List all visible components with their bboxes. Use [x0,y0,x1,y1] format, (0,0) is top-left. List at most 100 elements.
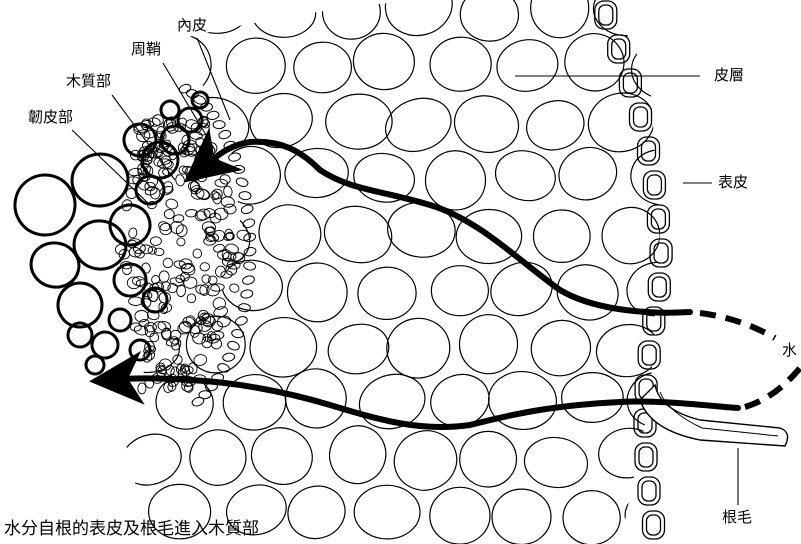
label-phloem: 韌皮部 [28,110,73,125]
endodermis-cell [218,129,232,140]
cortex-cell [429,36,492,93]
phloem-cell [213,297,227,310]
label-root-hair: 根毛 [722,510,752,525]
phloem-cell [140,245,153,255]
phloem-cell [182,165,198,177]
cortex-cell [525,314,596,382]
cortex-cell [383,314,455,383]
phloem-cell [162,258,173,269]
cortex-cell [530,0,590,39]
water-path-upper-dashed [700,313,775,338]
caption: 水分自根的表皮及根毛進入木質部 [4,521,259,538]
phloem-cell [138,383,146,394]
endodermis-cell [178,83,192,95]
cortex-cell [596,425,661,481]
xylem-cell [69,151,131,210]
cortex-cell [322,0,380,39]
cortex-cell [484,254,560,323]
epidermis-cells [595,1,672,539]
phloem-cell [201,274,211,284]
endodermis-cell [240,204,254,215]
water-path-upper [212,142,690,313]
cortex-cell [225,36,287,95]
epidermis-cell-inner [647,175,661,195]
phloem-cell [215,179,228,188]
cortex-cell [282,479,351,544]
cortex-cell [491,488,553,544]
endodermis-cell [226,340,240,352]
cortex-cell [293,41,352,94]
cortex-cell [486,369,558,432]
xylem-cell [10,170,80,240]
phloem-cell [164,209,175,219]
xylem-cell [109,309,131,331]
cortex-cell [493,35,563,96]
epidermis-cell-inner [639,447,653,467]
cortex-cell [244,420,320,492]
cortex-cells [113,0,701,544]
cortex-cell [457,312,520,376]
phloem-cell [154,248,165,256]
endodermis-cell [235,177,249,188]
cortex-cell [594,321,663,380]
cortex-cell [521,94,590,157]
endodermis-cell [231,329,244,338]
cortex-cell [431,265,489,316]
cortex-cell [562,489,622,544]
phloem-cell [132,276,145,286]
phloem-cell [175,174,186,187]
label-xylem: 木質部 [66,74,111,89]
endodermis-cell [233,165,245,173]
phloem-cell [193,249,202,258]
cortex-cell [183,423,252,492]
phloem-cell [128,227,138,239]
epidermis-cell-inner [642,481,656,501]
cortex-cell [319,200,398,270]
cortex-cell [379,0,459,43]
phloem-cell [208,276,217,285]
cortex-cell [283,146,350,199]
cortex-cell [459,0,519,42]
phloem-cell [159,271,170,283]
phloem-cell [129,297,143,306]
phloem-cell [224,242,239,255]
endodermis-cell [191,396,205,408]
epidermis-cell-inner [647,515,661,535]
cortex-cell [219,257,285,314]
cortex-cell [457,429,519,490]
endodermis-cell [213,120,225,128]
cortex-cell [490,144,561,207]
cortex-cell [356,266,417,321]
cortex-cell [254,199,326,267]
phloem-cell [223,185,233,197]
cortex-cell [324,319,394,379]
cortex-cell [113,426,188,493]
cortex-cell [378,90,458,160]
phloem-cell [200,262,210,271]
phloem-cell [183,276,197,288]
label-cortex: 皮層 [714,68,744,83]
cortex-cell [286,261,350,324]
cortex-cell [552,140,624,208]
cortex-cell [325,93,393,149]
endodermis-cell [242,217,256,229]
cortex-cell [351,30,417,92]
cortex-cell [521,434,590,491]
epidermis-cell-inner [652,277,666,297]
root-hair [640,385,788,446]
phloem-cell [197,171,207,182]
cortex-cell [120,0,179,37]
endodermis-cell [242,275,256,286]
endodermis-cell [222,352,235,362]
endodermis-cell [243,261,256,271]
phloem-cell [175,224,188,237]
endodermis-cell [239,191,252,200]
label-pericycle: 周鞘 [131,42,161,57]
cortex-cell [354,485,420,539]
phloem-cell [177,238,185,246]
phloem-cell [229,283,240,294]
label-water: 水 [782,343,797,358]
phloem-cell [150,237,161,246]
